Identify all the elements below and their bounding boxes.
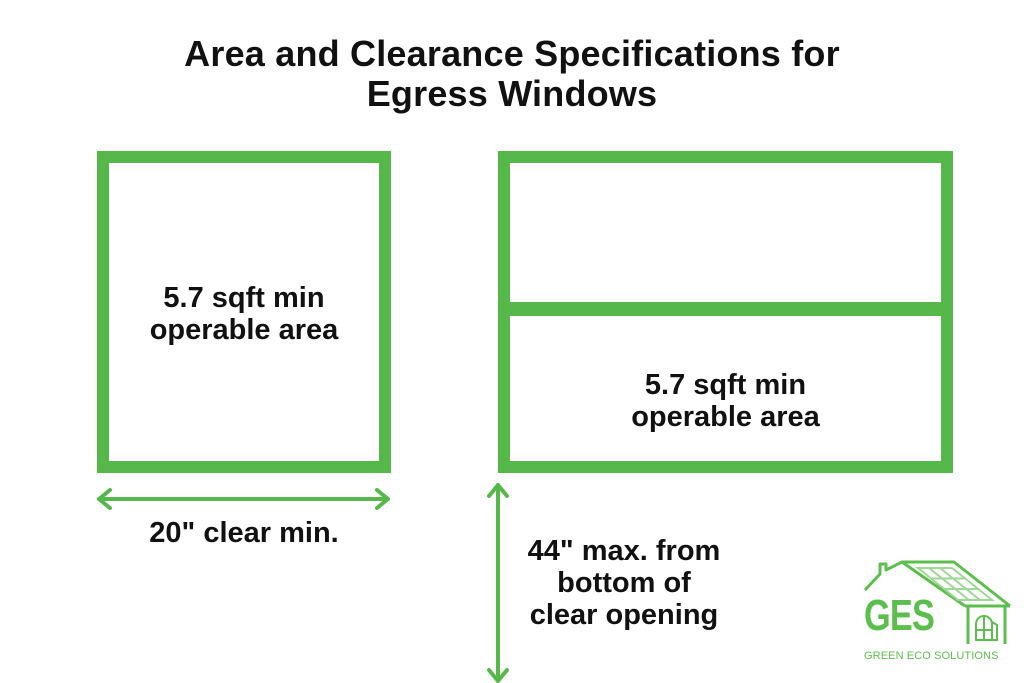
right-window-area-label: 5.7 sqft min operable area (498, 369, 953, 433)
left-window-area-label: 5.7 sqft min operable area (97, 282, 391, 346)
height-label-line-2: bottom of (557, 567, 691, 599)
title-line-1: Area and Clearance Specifications for (184, 33, 840, 74)
height-arrow-label: 44" max. from bottom of clear opening (510, 535, 738, 631)
height-label-line-3: clear opening (529, 599, 719, 631)
sash-divider (498, 302, 953, 316)
right-area-line-1: 5.7 sqft min (644, 369, 807, 401)
right-area-line-2: operable area (631, 401, 820, 433)
height-label-line-1: 44" max. from (527, 535, 721, 567)
left-area-line-1: 5.7 sqft min (163, 282, 325, 314)
width-arrow-label: 20" clear min. (149, 517, 339, 549)
page-title: Area and Clearance Specifications for Eg… (0, 34, 1024, 114)
title-line-2: Egress Windows (366, 73, 658, 114)
logo-name: GREEN ECO SOLUTIONS (864, 650, 999, 662)
company-logo: GES GREEN ECO SOLUTIONS (860, 560, 1020, 665)
house-with-solar-panels-icon (863, 560, 1011, 644)
left-area-line-2: operable area (149, 314, 339, 346)
left-window-frame (97, 151, 391, 473)
logo-initials: GES (864, 591, 935, 640)
